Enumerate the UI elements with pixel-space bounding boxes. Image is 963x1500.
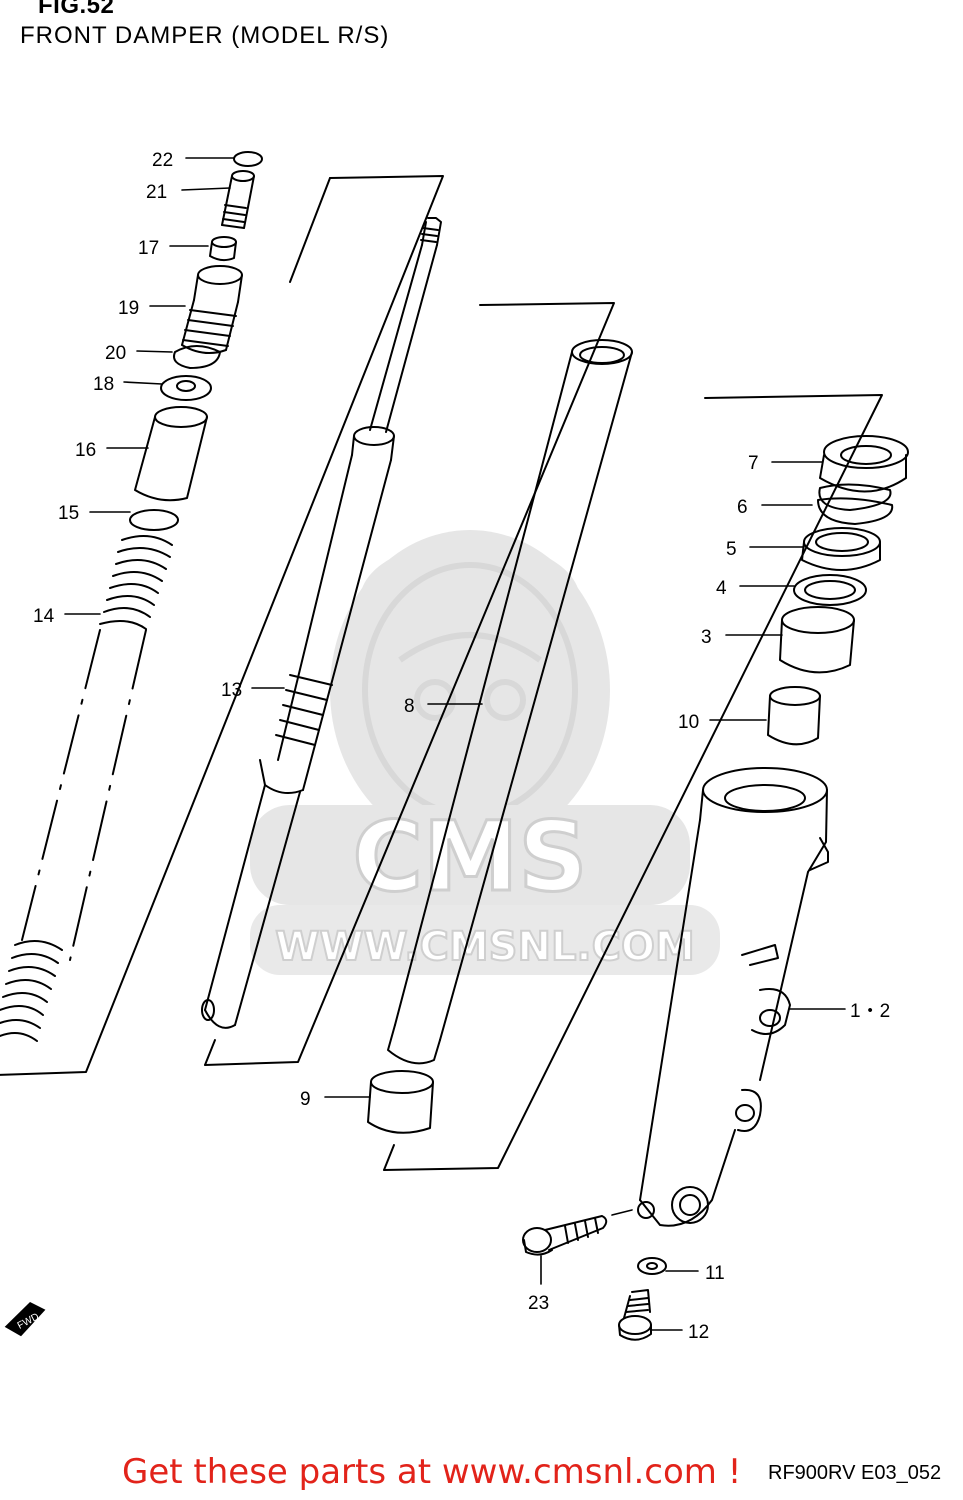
- callout-12: 12: [688, 1322, 709, 1343]
- callout-22: 22: [152, 150, 173, 171]
- part-8-inner-tube: [387, 339, 633, 1065]
- callout-23: 23: [528, 1293, 549, 1314]
- callout-9: 9: [300, 1089, 311, 1110]
- callout-13: 13: [221, 680, 242, 701]
- callout-1-2: 1・2: [850, 1001, 890, 1022]
- part-14-spring: [0, 535, 173, 1042]
- part-21-bolt: [221, 170, 255, 229]
- part-3-guide-bush: [779, 606, 855, 674]
- part-23-bolt: [522, 1215, 608, 1256]
- watermark: CMS WWW.CMSNL.COM: [250, 530, 720, 975]
- watermark-url: WWW.CMSNL.COM: [275, 924, 695, 970]
- callout-11: 11: [705, 1263, 725, 1284]
- part-11-washer: [637, 1257, 667, 1275]
- part-7-dust-seal: [819, 435, 909, 493]
- part-20-circlip: [173, 345, 221, 369]
- callout-labels: 22 21 17 19 20 18 16 15 14 13 8 9 7 6 5 …: [33, 150, 890, 1343]
- part-rod: [369, 217, 442, 433]
- bracket-inner-tube: [383, 394, 883, 1171]
- leader-lines: [64, 157, 846, 1331]
- callout-10: 10: [678, 712, 699, 733]
- callout-17: 17: [138, 238, 159, 259]
- callout-14: 14: [33, 606, 55, 627]
- watermark-logo: CMS: [352, 801, 587, 913]
- callout-8: 8: [404, 696, 415, 717]
- figure-label: FIG.52: [38, 0, 115, 19]
- part-12-drain-bolt: [618, 1289, 652, 1341]
- part-17-collar: [209, 236, 237, 262]
- part-9-bushing: [367, 1070, 434, 1134]
- callout-20: 20: [105, 343, 126, 364]
- fwd-direction-badge: FWD: [4, 1302, 46, 1337]
- part-13-damper: [201, 426, 395, 1029]
- callout-6: 6: [737, 497, 748, 518]
- bracket-spring-group: [0, 175, 444, 1076]
- part-22-oring: [233, 151, 263, 167]
- part-15-washer: [129, 509, 179, 531]
- part-10-slide-bush: [767, 686, 821, 746]
- callout-19: 19: [118, 298, 139, 319]
- bracket-damper-rod: [204, 302, 615, 1066]
- part-5-oil-seal: [801, 527, 881, 571]
- part-4-washer: [793, 574, 867, 606]
- part-19-cap-bolt: [181, 265, 243, 355]
- callout-21: 21: [146, 182, 167, 203]
- callout-5: 5: [726, 539, 737, 560]
- diagram-code: RF900RV E03_052: [768, 1462, 942, 1484]
- part-16-spacer: [134, 406, 208, 502]
- part-18-washer: [160, 375, 212, 401]
- callout-15: 15: [58, 503, 79, 524]
- callout-16: 16: [75, 440, 96, 461]
- callout-4: 4: [716, 578, 727, 599]
- part-6-circlip: [817, 483, 894, 525]
- callout-18: 18: [93, 374, 114, 395]
- part-1-2-outer-tube: [637, 767, 829, 1227]
- callout-7: 7: [748, 453, 759, 474]
- callout-3: 3: [701, 627, 712, 648]
- buy-parts-link[interactable]: Get these parts at www.cmsnl.com !: [122, 1452, 742, 1492]
- figure-subtitle: FRONT DAMPER (MODEL R/S): [20, 22, 390, 49]
